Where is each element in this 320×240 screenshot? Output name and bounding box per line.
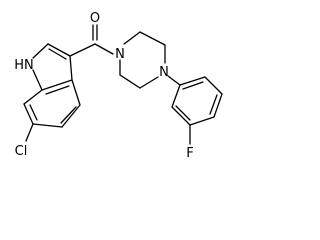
bond-n-pip-c — [139, 76, 159, 89]
chlorine-label: Cl — [15, 144, 28, 159]
bond-n-aryl — [167, 75, 181, 86]
bond-lines — [23, 24, 223, 145]
bond-c6-cl — [25, 123, 34, 142]
bond-ar-3-4-inner — [209, 94, 218, 115]
bond-c2-n1 — [32, 43, 49, 59]
bond-n-pip-a — [123, 31, 141, 45]
bond-c4-c5-inner — [60, 106, 77, 124]
bond-n1-c7a — [32, 69, 43, 91]
bond-carbonyl-piperazine — [94, 43, 114, 55]
bond-ar-5-6 — [171, 106, 191, 126]
piperazine-n2-label: N — [159, 65, 169, 80]
atom-labels: O HN N N Cl F — [14, 11, 193, 161]
bond-c7-c7a — [23, 89, 43, 105]
bond-c3a-c4 — [71, 79, 81, 106]
bond-pip-a-b — [139, 31, 166, 46]
bond-ar-1-2 — [179, 76, 206, 86]
bond-pip-c-d — [119, 74, 141, 89]
bond-ar-3-4 — [213, 93, 223, 118]
bond-ar-5-6-inner — [175, 105, 191, 121]
bond-c6-c7 — [23, 103, 34, 125]
bond-c3-c2-inner — [48, 48, 67, 60]
bond-c6-c7-inner — [29, 104, 38, 121]
bond-ar-6-1 — [171, 84, 181, 108]
bond-c5-c6 — [32, 123, 63, 128]
bond-ar-1-2-inner — [182, 81, 204, 90]
bond-c3-c2 — [47, 43, 71, 57]
bond-c4-c5 — [61, 104, 81, 128]
bond-ar-2-3 — [204, 76, 223, 95]
bond-ar-4-5 — [189, 116, 215, 126]
oxygen-label: O — [90, 11, 100, 26]
bond-carbonyl-indole — [69, 43, 96, 57]
fluorine-label: F — [186, 146, 193, 161]
indole-nh-label: HN — [14, 58, 34, 73]
bond-c7a-c3a — [41, 79, 73, 91]
bond-c3a-c3 — [69, 55, 73, 81]
molecule-structure: O HN N N Cl F — [14, 11, 223, 161]
bond-c7a-c3a-inner — [45, 85, 70, 95]
piperazine-n1-label: N — [115, 47, 125, 62]
